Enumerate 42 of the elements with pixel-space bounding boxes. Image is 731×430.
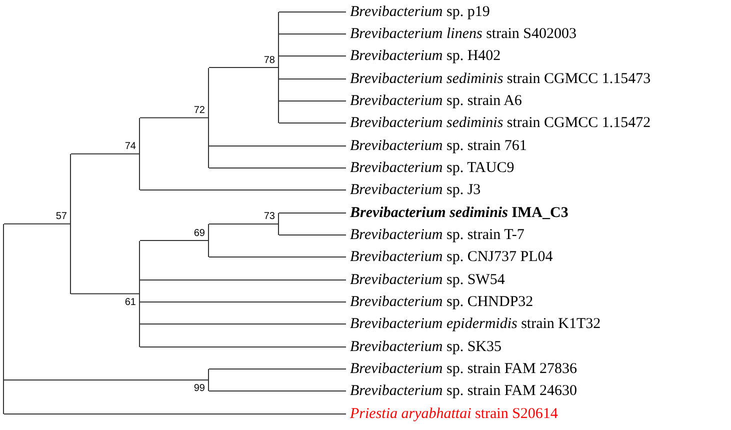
tree-branch — [70, 153, 140, 154]
taxon-label: Brevibacterium sp. J3 — [350, 181, 481, 199]
bootstrap-value: 73 — [262, 211, 275, 222]
tree-branch — [278, 78, 346, 80]
taxon-label: Brevibacterium sediminis strain CGMCC 1.15473 — [350, 70, 651, 88]
taxon-label: Brevibacterium sediminis strain CGMCC 1.15472 — [350, 114, 651, 132]
taxon-label: Brevibacterium sp. strain FAM 24630 — [350, 382, 578, 400]
tree-branch — [278, 122, 346, 124]
bootstrap-value: 69 — [192, 228, 205, 238]
taxon-label: Brevibacterium sp. CHNDP32 — [350, 293, 534, 311]
taxon-label: Brevibacterium sp. SK35 — [350, 338, 502, 356]
tree-branch — [278, 212, 346, 214]
taxon-label: Brevibacterium epidermidis strain K1T32 — [350, 315, 601, 333]
taxon-label: Brevibacterium linens strain S402003 — [350, 25, 576, 43]
bootstrap-value: 74 — [124, 140, 136, 152]
tree-branch — [140, 346, 346, 348]
tree-branch — [70, 293, 140, 294]
tree-branch — [208, 256, 346, 258]
taxon-label: Brevibacterium sediminis IMA_C3 — [350, 204, 568, 222]
taxon-label: Brevibacterium sp. H402 — [350, 47, 501, 65]
taxon-label: Brevibacterium sp. TAUC9 — [350, 159, 514, 177]
tree-branch — [208, 368, 346, 370]
tree-branch — [278, 234, 346, 236]
taxon-label: Brevibacterium sp. strain FAM 27836 — [350, 360, 578, 378]
tree-branch — [4, 223, 70, 224]
taxon-label: Brevibacterium sp. strain 761 — [350, 137, 527, 155]
taxon-label: Brevibacterium sp. strain T-7 — [350, 226, 524, 244]
tree-branch — [140, 240, 208, 241]
bootstrap-value: 57 — [54, 210, 67, 222]
taxon-label: Brevibacterium sp. p19 — [350, 3, 490, 21]
bootstrap-value: 99 — [192, 383, 205, 394]
tree-branch — [140, 117, 208, 118]
taxon-label: Brevibacterium sp. CNJ737 PL04 — [350, 248, 553, 266]
bootstrap-value: 61 — [124, 296, 136, 308]
tree-branch — [208, 67, 278, 68]
taxon-label: Brevibacterium sp. SW54 — [350, 271, 505, 289]
taxon-label: Priestia aryabhattai strain S20614 — [350, 405, 558, 423]
tree-branch — [208, 390, 346, 392]
tree-branch — [278, 100, 346, 102]
bootstrap-value: 72 — [192, 104, 205, 116]
bootstrap-value: 78 — [262, 54, 275, 66]
taxon-label: Brevibacterium sp. strain A6 — [350, 92, 522, 110]
